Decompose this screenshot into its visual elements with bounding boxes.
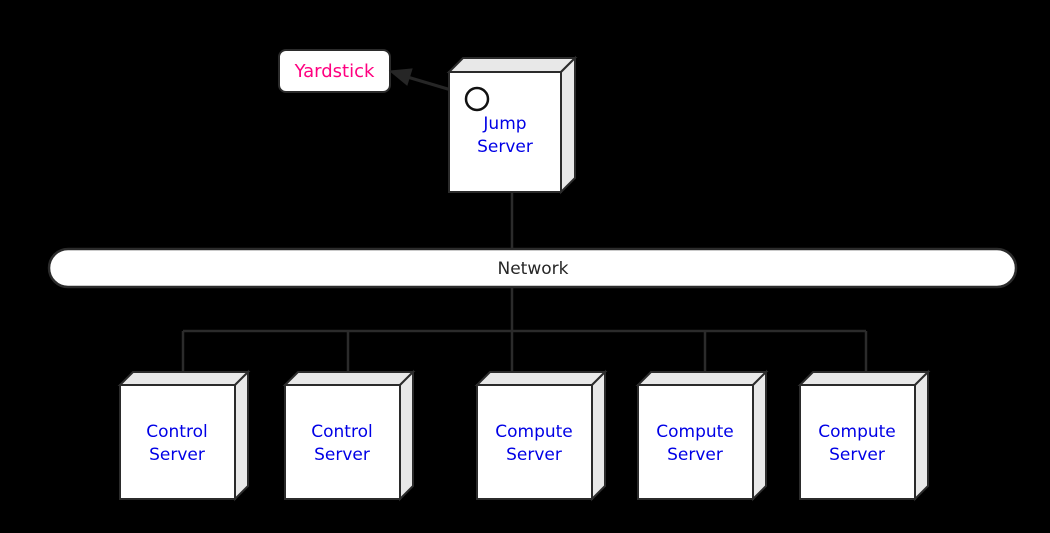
server-node-3[interactable]: Compute Server: [474, 369, 608, 502]
jump-server-label-line2: Server: [477, 137, 533, 157]
server-bus-connectors: [181, 287, 868, 372]
network-bar[interactable]: [47, 247, 1018, 289]
server-4-label-line1: Compute: [656, 422, 734, 442]
interface-circle-icon: [464, 86, 490, 112]
server-4-box-front[interactable]: [637, 384, 754, 500]
jump-server-node[interactable]: Jump Server: [446, 55, 578, 195]
server-1-box-side: [234, 369, 249, 502]
yardstick-label: Yardstick: [294, 61, 375, 82]
server-2-box-side: [399, 369, 414, 502]
server-node-2[interactable]: Control Server: [282, 369, 416, 502]
server-node-4[interactable]: Compute Server: [635, 369, 769, 502]
server-2-box-front[interactable]: [284, 384, 401, 500]
server-node-1[interactable]: Control Server: [117, 369, 251, 502]
server-5-box-front[interactable]: [799, 384, 916, 500]
server-1-label-line1: Control: [146, 422, 207, 442]
server-5-box-side: [914, 369, 929, 502]
server-3-box-front[interactable]: [476, 384, 593, 500]
yardstick-node[interactable]: Yardstick: [278, 49, 391, 93]
server-3-label-line2: Server: [506, 445, 562, 465]
jump-server-label-line1: Jump: [482, 114, 526, 134]
server-2-label-line1: Control: [311, 422, 372, 442]
server-1-box-front[interactable]: [119, 384, 236, 500]
network-node[interactable]: Network: [47, 247, 1018, 289]
server-5-box-top: [797, 371, 931, 386]
server-3-box-side: [591, 369, 606, 502]
server-4-box-top: [635, 371, 769, 386]
jump-server-box-side: [560, 55, 576, 195]
server-4-box-side: [752, 369, 767, 502]
server-4-label-line2: Server: [667, 445, 723, 465]
server-2-box-top: [282, 371, 416, 386]
server-5-label-line2: Server: [829, 445, 885, 465]
jump-server-box-top: [446, 57, 578, 73]
server-1-label-line2: Server: [149, 445, 205, 465]
network-label: Network: [498, 259, 569, 279]
server-node-5[interactable]: Compute Server: [797, 369, 931, 502]
server-3-label-line1: Compute: [495, 422, 573, 442]
server-1-box-top: [117, 371, 251, 386]
server-3-box-top: [474, 371, 608, 386]
server-2-label-line2: Server: [314, 445, 370, 465]
server-5-label-line1: Compute: [818, 422, 896, 442]
arrowhead-icon: [388, 68, 413, 86]
